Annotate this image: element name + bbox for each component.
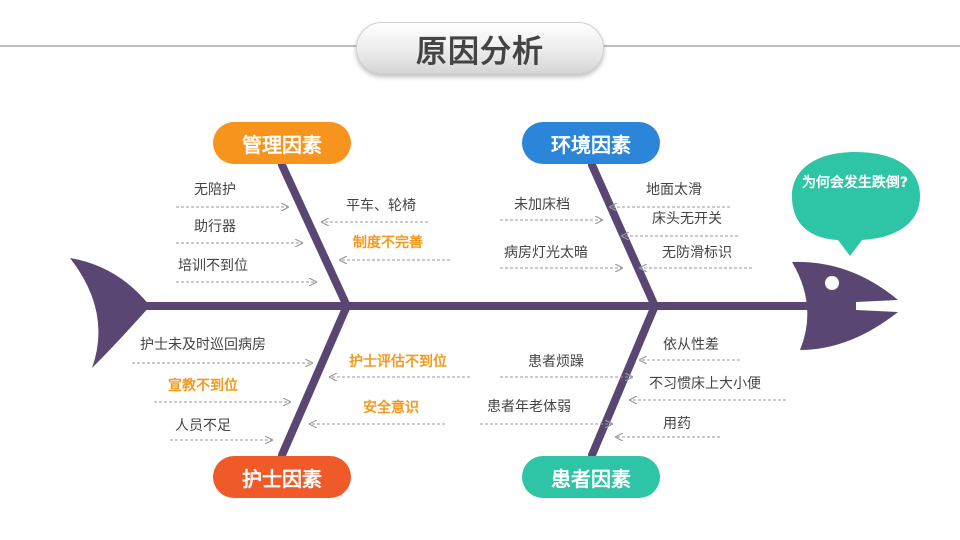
cause-label-highlight: 安全意识 [363,400,419,416]
category-nurse: 护士因素 [213,456,351,498]
cause-label: 患者烦躁 [528,354,584,370]
cause-label: 助行器 [194,219,236,235]
cause-label: 患者年老体弱 [487,399,571,415]
cause-label: 地面太滑 [646,182,702,198]
cause-label-highlight: 宣教不到位 [168,378,238,394]
cause-label: 护士未及时巡回病房 [140,337,266,353]
fish-eye [825,276,839,290]
effect-bubble [792,152,920,256]
title-rule-left [0,45,360,47]
bone-nurse [278,304,350,459]
effect-label: 为何会发生跌倒? [801,175,909,191]
cause-label: 平车、轮椅 [346,198,416,214]
cause-label: 用药 [663,416,691,432]
cause-label: 无防滑标识 [662,245,732,261]
cause-label: 无陪护 [194,182,236,198]
category-management: 管理因素 [213,122,351,164]
cause-label: 床头无开关 [652,211,722,227]
bone-environment [588,161,658,308]
bone-management [278,161,350,308]
cause-label: 病房灯光太暗 [504,245,588,261]
cause-label: 不习惯床上大小便 [649,376,761,392]
fish-tail [70,258,150,368]
cause-label: 未加床档 [514,197,570,213]
cause-label: 培训不到位 [178,258,248,274]
fish-spine [120,302,820,310]
cause-label: 依从性差 [663,337,719,353]
page-title: 原因分析 [356,22,604,74]
category-patient: 患者因素 [522,456,660,498]
category-environment: 环境因素 [522,122,660,164]
fish-head [792,261,898,350]
cause-label-highlight: 制度不完善 [353,235,423,251]
bone-patient [588,304,658,459]
title-rule-right [604,45,960,47]
cause-label: 人员不足 [175,418,231,434]
cause-label-highlight: 护士评估不到位 [349,354,447,370]
